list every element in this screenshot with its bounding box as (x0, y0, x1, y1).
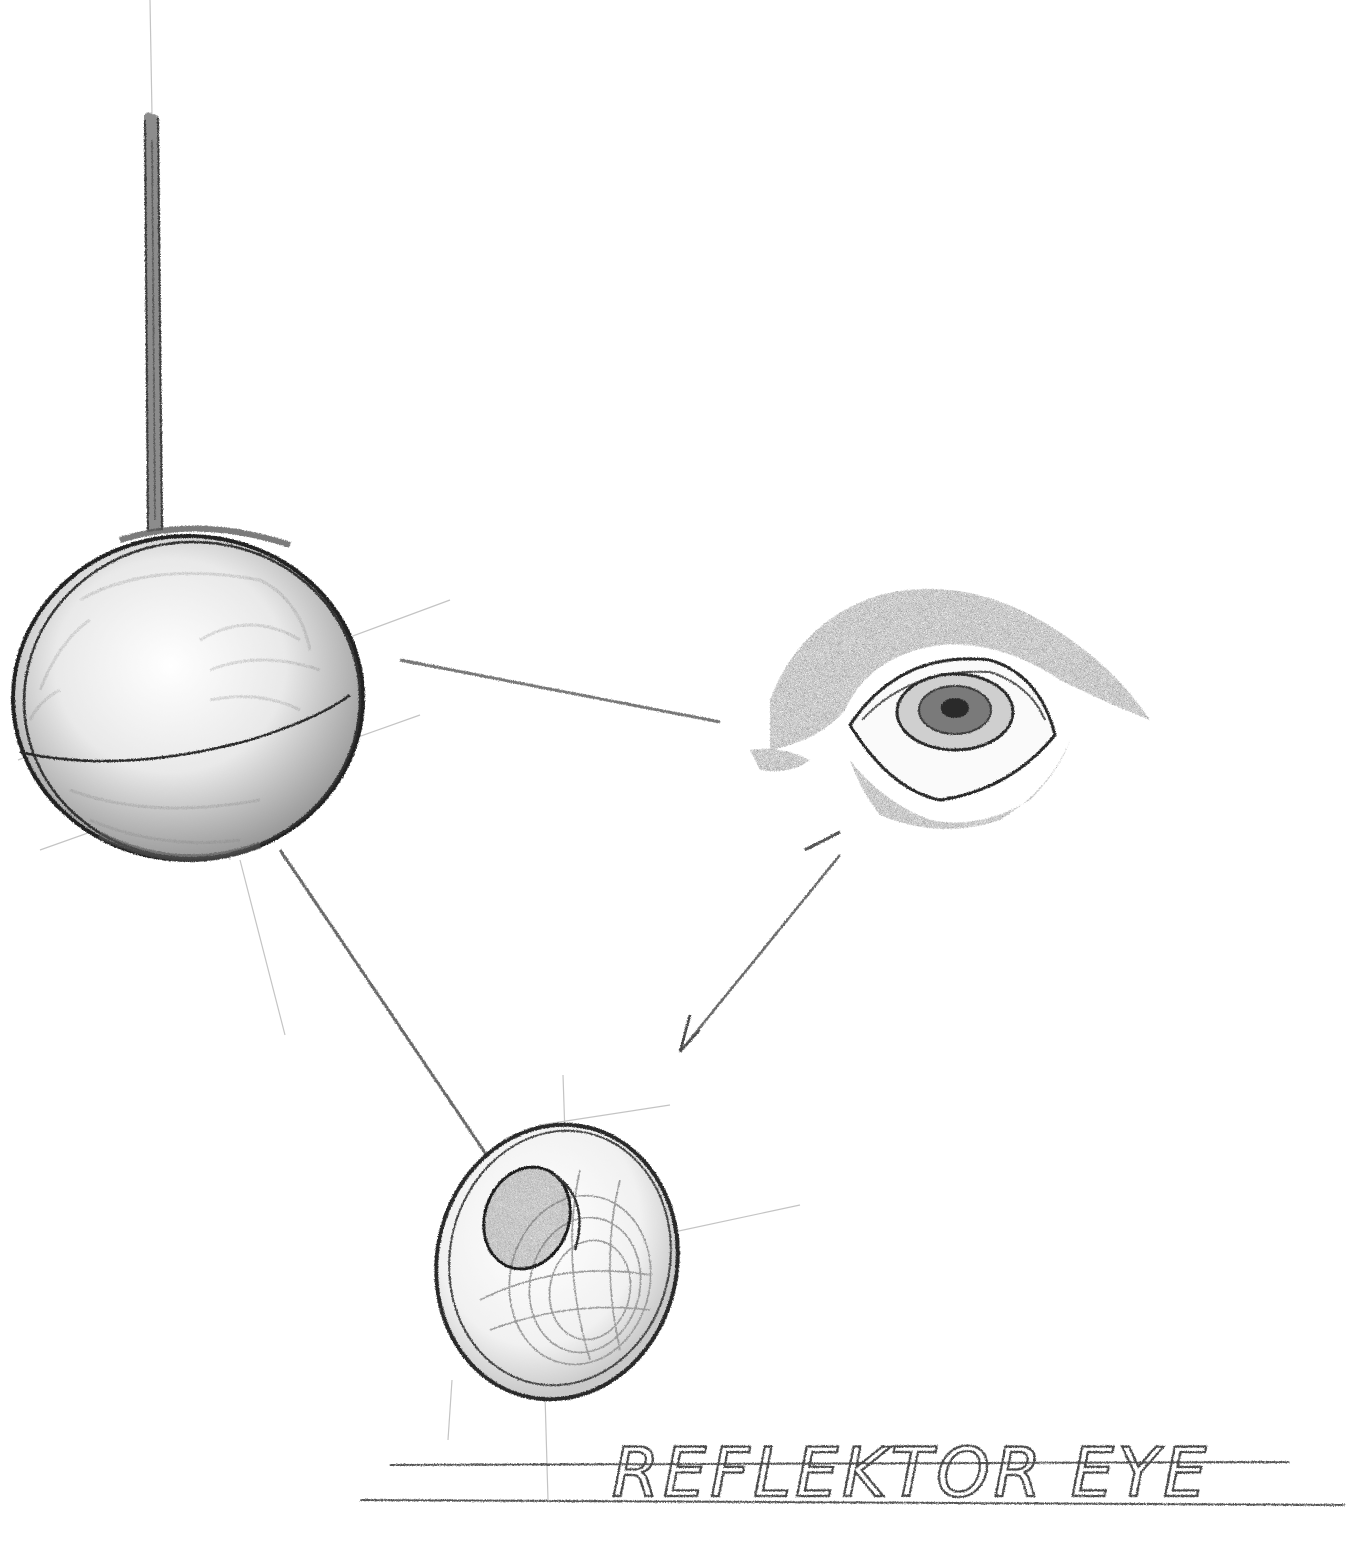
eye-reflector-disc (411, 1102, 703, 1422)
sphere-to-disc-line (280, 850, 490, 1160)
reflective-sphere (13, 529, 371, 870)
sphere-to-eye-line (400, 660, 720, 722)
hanging-rod (144, 112, 163, 532)
eye-to-disc-arrow (680, 832, 840, 1052)
human-eye (750, 589, 1150, 829)
caption-label: REFLEKTOR EYE (612, 1434, 1210, 1513)
